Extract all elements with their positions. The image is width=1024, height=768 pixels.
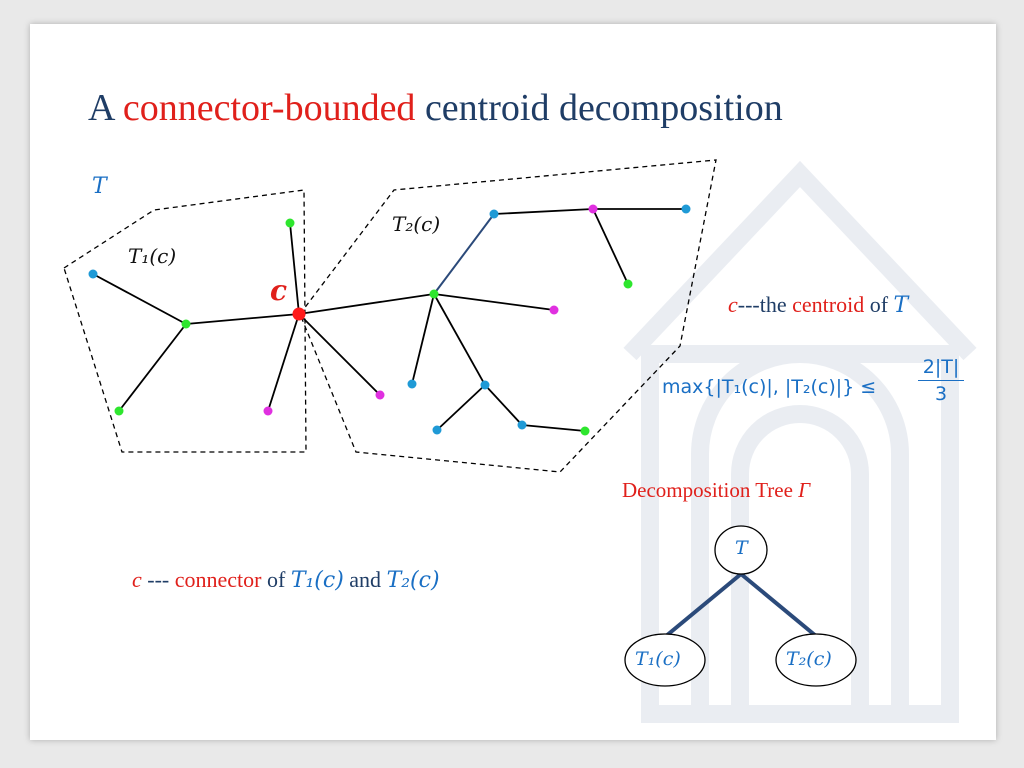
label-centroid-c: c (270, 274, 288, 307)
centroid-node (292, 307, 306, 321)
region-t2 (299, 159, 717, 473)
decomp-node-root (714, 525, 768, 575)
slide: A connector-bounded centroid decompositi… (30, 24, 996, 740)
node-blue (681, 204, 691, 214)
node-green (623, 279, 633, 289)
slide-title: A connector-bounded centroid decompositi… (88, 86, 783, 130)
decomp-tree-title: Decomposition Tree Γ (622, 478, 810, 503)
formula-lhs: max{|T₁(c)|, |T₂(c)|} ≤ (662, 376, 877, 398)
node-magenta (588, 204, 598, 214)
node-magenta (549, 305, 559, 315)
title-rest: centroid decomposition (424, 87, 783, 129)
decomp-right-label: T₂(c) (786, 648, 832, 670)
node-blue (517, 420, 527, 430)
node-green (181, 319, 191, 329)
decomp-edge-left (664, 572, 743, 638)
decomposition-tree (624, 525, 857, 687)
node-blue (489, 209, 499, 219)
node-blue (432, 425, 442, 435)
centroid-note-var: c (728, 292, 738, 317)
node-magenta (375, 390, 385, 400)
centroid-note-of: of (869, 292, 889, 317)
decomp-node-left (624, 633, 706, 687)
node-blue (88, 269, 98, 279)
connector-note-t2: T₂(c) (386, 568, 440, 593)
edge-highlight (433, 213, 495, 295)
connector-note-t1: T₁(c) (290, 568, 344, 593)
connector-note: c --- connector of T₁(c) and T₂(c) (132, 567, 440, 593)
node-blue (407, 379, 417, 389)
connector-note-word: connector (174, 567, 262, 592)
connector-note-var: c (132, 567, 142, 592)
node-green (429, 289, 439, 299)
formula-denominator: 3 (934, 383, 948, 405)
decomp-root-label: T (735, 537, 748, 559)
node-green (580, 426, 590, 436)
centroid-note-word: centroid (792, 292, 865, 317)
connector-note-and: and (349, 567, 382, 592)
connector-note-of: of (266, 567, 286, 592)
node-green (285, 218, 295, 228)
node-blue (480, 380, 490, 390)
formula-fraction: 2|T| 3 (916, 356, 966, 405)
tree-diagram (63, 159, 857, 687)
centroid-note: c---the centroid of T (728, 292, 908, 318)
decomp-edge-right (739, 572, 818, 638)
title-highlight: connector-bounded (122, 87, 416, 129)
label-t: T (92, 174, 107, 199)
decomp-node-right (775, 633, 857, 687)
centroid-note-t: T (893, 293, 909, 318)
node-magenta (263, 406, 273, 416)
decomp-tree-title-text: Decomposition Tree (622, 478, 793, 502)
watermark-building (623, 160, 977, 723)
node-green (114, 406, 124, 416)
formula-numerator: 2|T| (922, 356, 960, 378)
title-prefix: A (88, 87, 114, 129)
formula-fraction-bar (918, 380, 964, 381)
tree-nodes (88, 204, 691, 436)
decomp-left-label: T₁(c) (635, 648, 681, 670)
tree-edges (92, 208, 686, 432)
label-t1c: T₁(c) (128, 244, 177, 268)
decomp-tree-symbol: Γ (798, 478, 811, 502)
centroid-note-dashes: ---the (737, 292, 787, 317)
connector-note-dashes: --- (147, 567, 170, 592)
label-t2c: T₂(c) (392, 212, 441, 236)
